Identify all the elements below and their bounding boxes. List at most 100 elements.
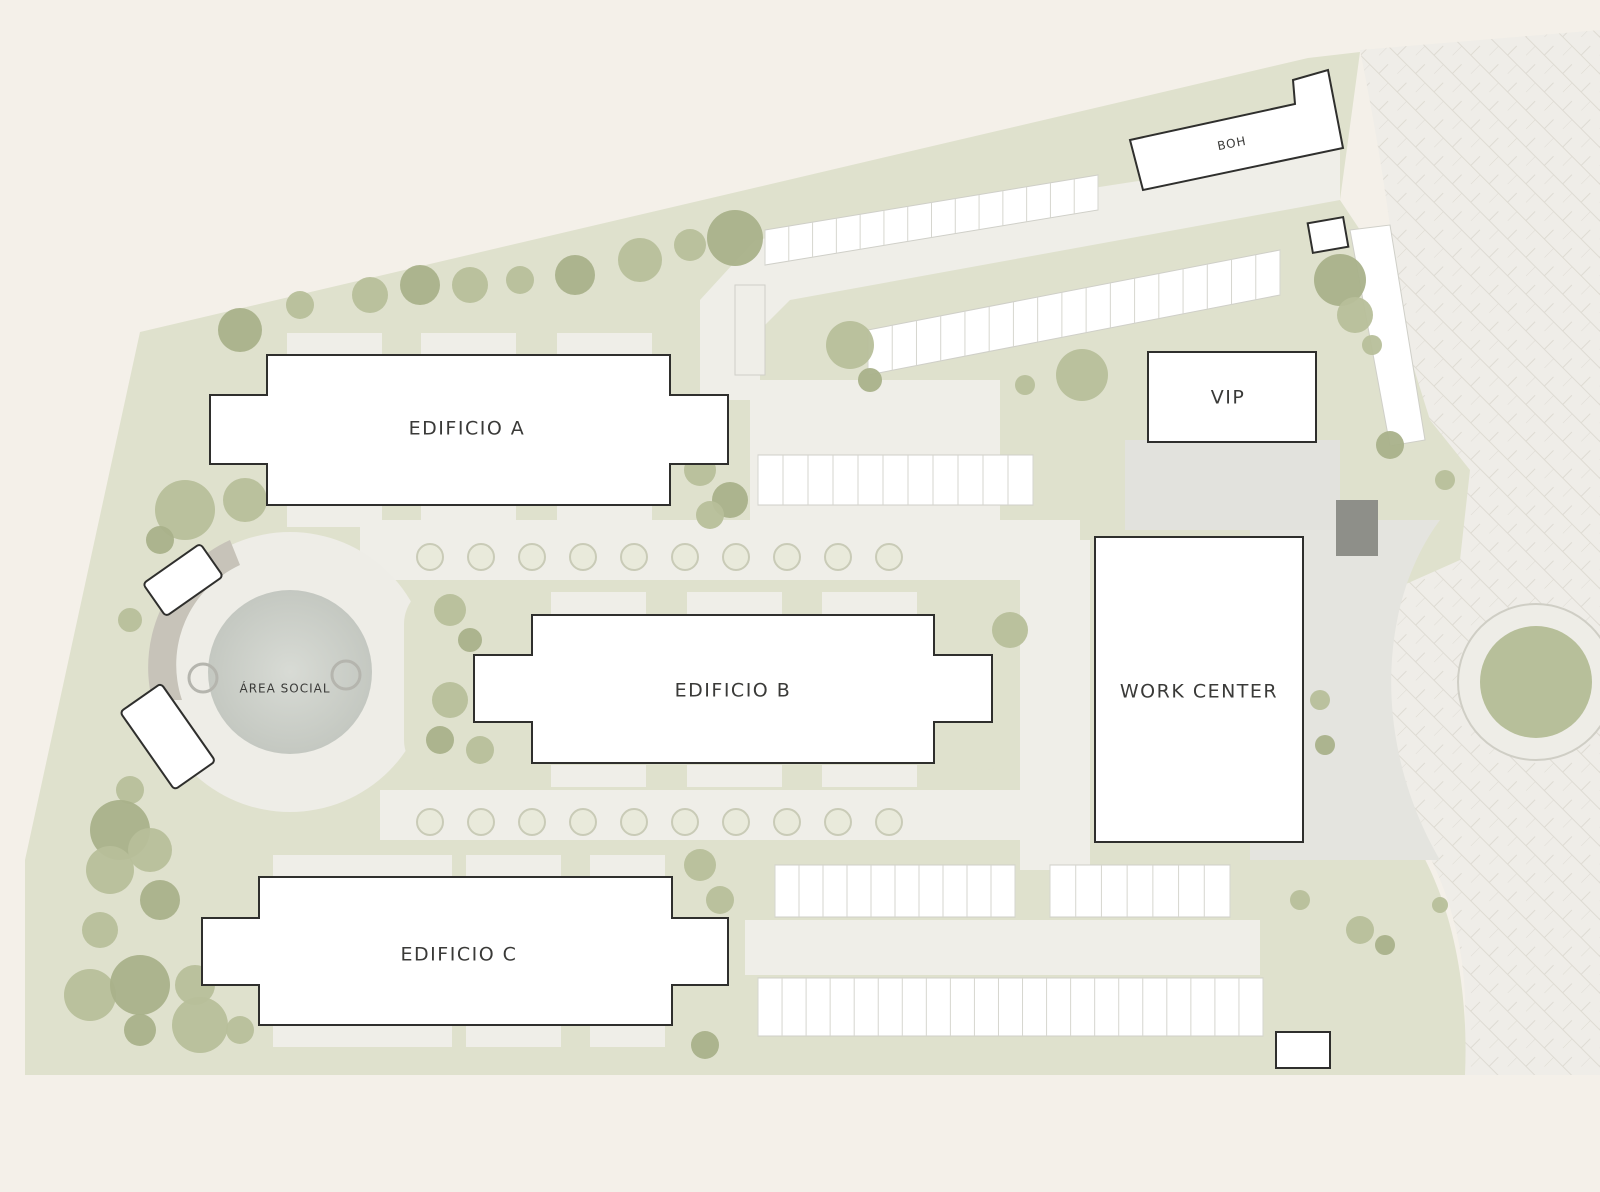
parking-mid — [757, 454, 1034, 506]
tree-canopy — [426, 726, 454, 754]
tree-canopy — [86, 846, 134, 894]
hedge-shrub — [722, 543, 750, 571]
tree-canopy — [110, 955, 170, 1015]
tree-canopy — [618, 238, 662, 282]
tree-canopy — [506, 266, 534, 294]
tree-canopy — [64, 969, 116, 1021]
pavilion-south — [120, 683, 215, 790]
tree-canopy — [696, 501, 724, 529]
tree-canopy — [466, 736, 494, 764]
edificio-a-label: EDIFICIO A — [409, 418, 526, 440]
tree-canopy — [1435, 470, 1455, 490]
terrace-pads — [273, 333, 917, 1047]
area-social-label: ÁREA SOCIAL — [239, 681, 330, 696]
work-center[interactable]: WORK CENTER — [1094, 536, 1304, 843]
tree-canopy — [458, 628, 482, 652]
tree-canopy — [452, 267, 488, 303]
hedge-shrub — [671, 543, 699, 571]
tree-canopy — [226, 1016, 254, 1044]
small-structures — [734, 215, 1378, 1069]
hedge-shrub — [875, 543, 903, 571]
hedge-shrub — [569, 808, 597, 836]
boh-building[interactable]: BOH — [1128, 68, 1345, 192]
boulevard-hedges — [416, 543, 903, 836]
tree-canopy — [116, 776, 144, 804]
tree-canopy — [992, 612, 1028, 648]
tree-canopy — [1346, 916, 1374, 944]
tree-canopy — [223, 478, 267, 522]
tree-canopy — [1315, 735, 1335, 755]
tree-canopy — [1056, 349, 1108, 401]
tree-canopy — [400, 265, 440, 305]
tree-canopy — [146, 526, 174, 554]
tree-canopy — [434, 594, 466, 626]
edificio-b[interactable]: EDIFICIO B — [473, 614, 993, 764]
tree-canopy — [155, 480, 215, 540]
tree-canopy — [674, 229, 706, 261]
gatehouse — [1275, 1031, 1331, 1069]
edificio-a[interactable]: EDIFICIO A — [209, 354, 729, 506]
hedge-shrub — [620, 543, 648, 571]
edificio-b-label: EDIFICIO B — [675, 680, 792, 702]
tree-canopy — [858, 368, 882, 392]
hedge-shrub — [824, 543, 852, 571]
tree-canopy — [1290, 890, 1310, 910]
kiosk — [1336, 500, 1378, 556]
pavilion-north — [143, 544, 223, 616]
tree-canopy — [706, 886, 734, 914]
boh-label: BOH — [1216, 134, 1248, 153]
tree-canopy — [82, 912, 118, 948]
hedge-shrub — [467, 808, 495, 836]
hedge-shrub — [569, 543, 597, 571]
hedge-shrub — [875, 808, 903, 836]
tree-canopy — [124, 1014, 156, 1046]
tree-canopy — [1337, 297, 1373, 333]
area-social-plaza — [120, 532, 430, 812]
hedge-shrub — [518, 543, 546, 571]
tree-canopy — [1310, 690, 1330, 710]
tree-canopy — [707, 210, 763, 266]
parking-stall-lines — [757, 175, 1281, 1036]
parking-bottom-south — [757, 977, 1264, 1037]
tree-canopy — [555, 255, 595, 295]
tree-canopy — [1375, 935, 1395, 955]
edificio-c[interactable]: EDIFICIO C — [201, 876, 729, 1026]
hedge-shrub — [467, 543, 495, 571]
hedge-shrub — [620, 808, 648, 836]
edificio-c-label: EDIFICIO C — [401, 944, 518, 966]
tree-canopy — [691, 1031, 719, 1059]
tree-canopy — [352, 277, 388, 313]
tree-canopy — [1362, 335, 1382, 355]
parking-right-column — [1349, 224, 1426, 447]
tree-canopy — [286, 291, 314, 319]
hedge-shrub — [722, 808, 750, 836]
vip-label: VIP — [1211, 387, 1246, 409]
work-center-label: WORK CENTER — [1120, 681, 1278, 703]
hedge-shrub — [824, 808, 852, 836]
trees — [64, 210, 1455, 1059]
tree-canopy — [172, 997, 228, 1053]
tree-canopy — [432, 682, 468, 718]
hedge-shrub — [518, 808, 546, 836]
tree-canopy — [684, 849, 716, 881]
vip-building[interactable]: VIP — [1125, 351, 1340, 530]
tree-canopy — [218, 308, 262, 352]
tree-canopy — [826, 321, 874, 369]
roundabout — [1457, 603, 1600, 761]
bike-rack-pad — [734, 284, 766, 376]
tree-canopy — [140, 880, 180, 920]
tree-canopy — [1015, 375, 1035, 395]
tree-canopy — [1432, 897, 1448, 913]
parking-bottom-north — [774, 864, 1231, 918]
tree-canopy — [118, 608, 142, 632]
hedge-shrub — [416, 543, 444, 571]
hedge-shrub — [416, 808, 444, 836]
tree-canopy — [1314, 254, 1366, 306]
tree-canopy — [1376, 431, 1404, 459]
hedge-shrub — [773, 808, 801, 836]
hedge-shrub — [671, 808, 699, 836]
hedge-shrub — [773, 543, 801, 571]
tree-canopy — [128, 828, 172, 872]
guard-booth — [1306, 215, 1350, 255]
